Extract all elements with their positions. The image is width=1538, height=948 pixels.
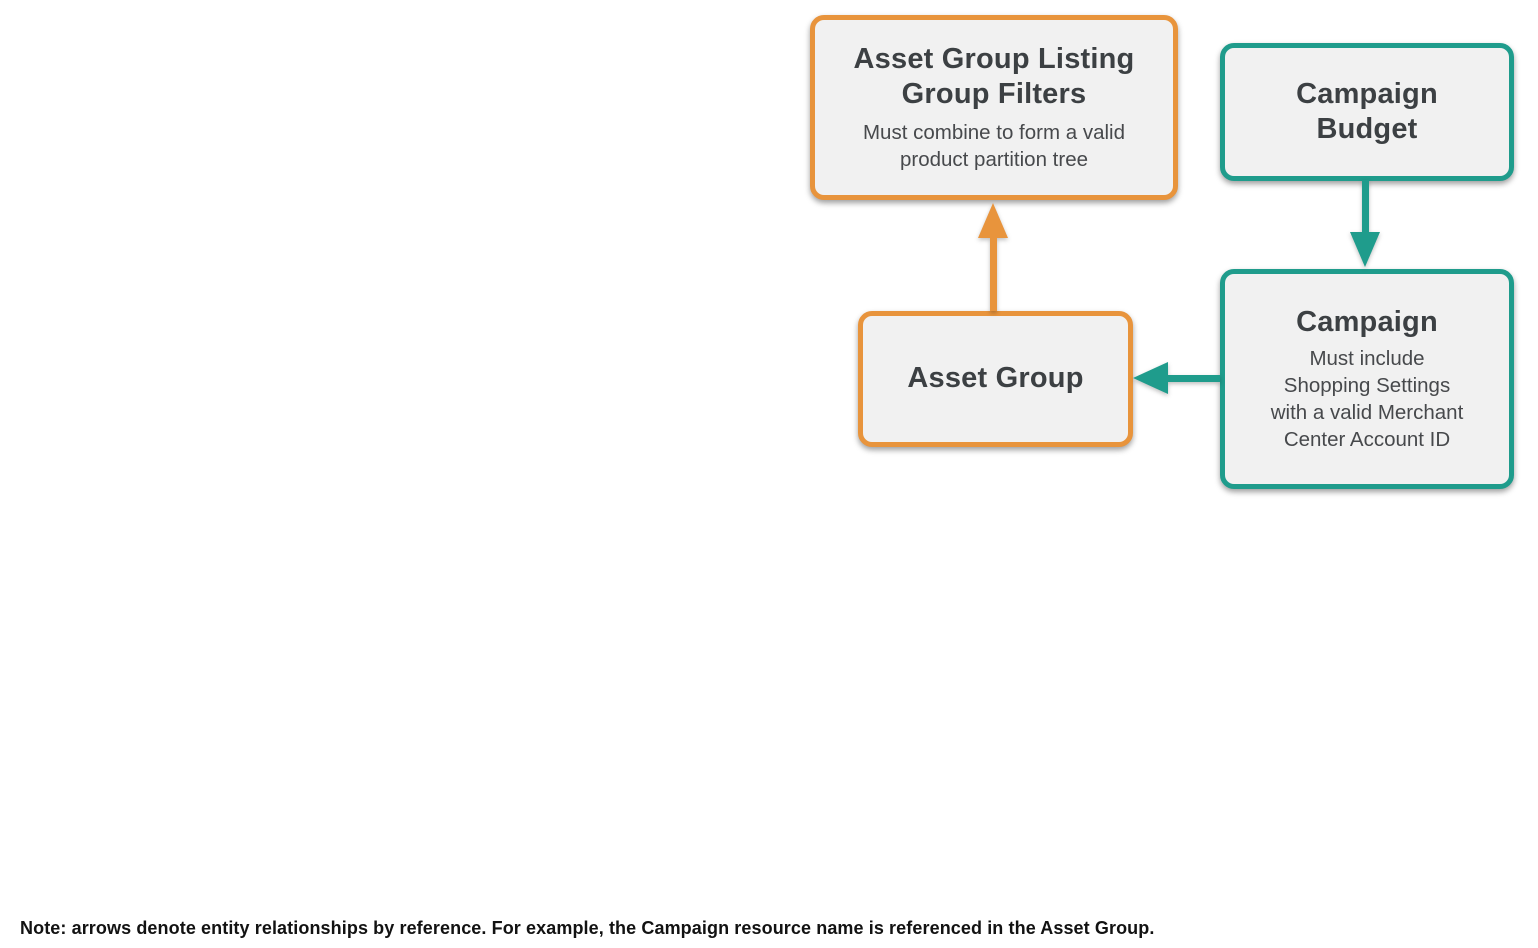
node-title: Asset Group Listing Group Filters — [853, 42, 1135, 110]
arrow-head-up-icon — [978, 203, 1008, 238]
node-subtitle: Must include Shopping Settings with a va… — [1270, 346, 1464, 451]
footnote: Note: arrows denote entity relationships… — [20, 918, 1155, 938]
node-campaign-budget: Campaign Budget — [1220, 43, 1514, 181]
arrow-shaft — [1166, 375, 1220, 382]
node-title: Campaign — [1296, 306, 1438, 339]
node-campaign: Campaign Must include Shopping Settings … — [1220, 269, 1514, 489]
arrow-shaft — [990, 233, 997, 311]
arrow-head-left-icon — [1133, 362, 1168, 394]
node-title: Campaign Budget — [1296, 77, 1438, 145]
node-subtitle: Must combine to form a valid product par… — [862, 121, 1126, 172]
node-asset-group-listing-group-filters: Asset Group Listing Group Filters Must c… — [810, 15, 1178, 200]
node-title: Asset Group — [907, 362, 1084, 395]
node-asset-group: Asset Group — [858, 311, 1133, 447]
arrow-shaft — [1362, 180, 1369, 233]
arrow-head-down-icon — [1350, 232, 1380, 267]
